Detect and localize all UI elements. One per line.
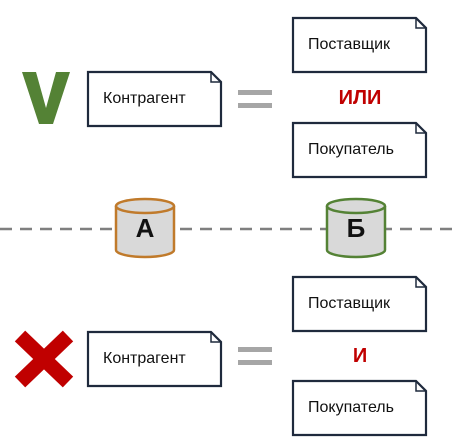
connector-and: И xyxy=(352,345,368,367)
buyer-label-bottom: Покупатель xyxy=(308,399,394,416)
buyer-document-top: Покупатель xyxy=(291,121,428,179)
database-a-icon: А xyxy=(113,196,177,260)
buyer-label-top: Покупатель xyxy=(308,141,394,158)
supplier-document-top: Поставщик xyxy=(291,16,428,74)
cross-x-icon xyxy=(14,330,74,388)
check-v-icon xyxy=(22,72,70,124)
counterparty-document-bottom: Контрагент xyxy=(86,330,223,388)
counterparty-label-bottom: Контрагент xyxy=(103,350,186,367)
supplier-label-bottom: Поставщик xyxy=(308,295,391,312)
database-b-label: Б xyxy=(346,213,366,243)
equals-sign-top xyxy=(238,90,272,108)
supplier-document-bottom: Поставщик xyxy=(291,275,428,333)
counterparty-label-top: Контрагент xyxy=(103,90,186,107)
buyer-document-bottom: Покупатель xyxy=(291,379,428,437)
supplier-label-top: Поставщик xyxy=(308,36,391,53)
database-b-icon: Б xyxy=(324,196,388,260)
database-a-label: А xyxy=(135,213,155,243)
connector-or: ИЛИ xyxy=(338,87,382,109)
counterparty-document-top: Контрагент xyxy=(86,70,223,128)
equals-sign-bottom xyxy=(238,347,272,365)
